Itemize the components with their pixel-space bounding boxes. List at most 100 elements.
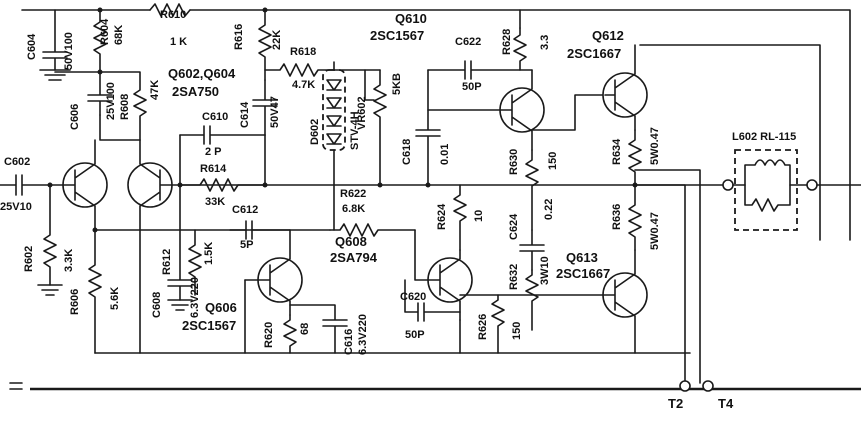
r612-resistor — [188, 229, 202, 296]
svg-text:Q606: Q606 — [205, 300, 237, 315]
svg-text:2 P: 2 P — [205, 146, 222, 158]
r604-resistor — [93, 7, 107, 75]
svg-text:R624: R624 — [436, 203, 448, 230]
svg-text:Q610: Q610 — [395, 11, 427, 26]
r628-resistor — [513, 27, 533, 71]
svg-text:3.3K: 3.3K — [63, 249, 75, 272]
svg-text:C620: C620 — [400, 291, 426, 303]
q608-transistor — [414, 229, 473, 321]
svg-text:150: 150 — [547, 152, 559, 170]
wire-t4 — [634, 169, 701, 384]
r606-resistor — [88, 227, 102, 354]
r618-resistor — [264, 63, 381, 77]
svg-text:R618: R618 — [290, 46, 316, 58]
r636-resistor — [628, 184, 642, 251]
svg-text:2SC1567: 2SC1567 — [182, 318, 236, 333]
svg-text:50P: 50P — [462, 81, 482, 93]
svg-text:2SA794: 2SA794 — [330, 250, 378, 265]
svg-text:R626: R626 — [477, 314, 489, 340]
svg-text:R608: R608 — [119, 94, 131, 120]
svg-text:R606: R606 — [69, 289, 81, 315]
svg-text:STV-4H: STV-4H — [349, 111, 361, 150]
svg-text:47K: 47K — [149, 80, 161, 100]
svg-text:R628: R628 — [501, 29, 513, 55]
c610-capacitor — [179, 125, 266, 145]
svg-text:33K: 33K — [205, 196, 225, 208]
c606-capacitor — [87, 71, 113, 116]
r620-resistor — [283, 314, 297, 354]
svg-text:2SC1567: 2SC1567 — [370, 28, 424, 43]
svg-text:Q608: Q608 — [335, 234, 367, 249]
c608-capacitor — [167, 184, 193, 311]
svg-text:5W0.47: 5W0.47 — [649, 127, 661, 165]
q606-transistor — [244, 229, 303, 316]
r622-resistor — [329, 223, 416, 237]
svg-text:Q612: Q612 — [592, 28, 624, 43]
svg-text:50V100: 50V100 — [63, 32, 75, 70]
wire-q610-q612 — [531, 94, 611, 131]
svg-text:25V10: 25V10 — [0, 201, 32, 213]
svg-text:C614: C614 — [239, 101, 251, 128]
svg-text:C612: C612 — [232, 204, 258, 216]
svg-text:0.01: 0.01 — [439, 144, 451, 165]
svg-text:25V100: 25V100 — [105, 82, 117, 120]
q612-transistor — [602, 44, 648, 131]
wire-q602-collector — [99, 114, 141, 141]
svg-text:R630: R630 — [508, 149, 520, 175]
r608-resistor — [99, 71, 147, 141]
svg-text:2SC1667: 2SC1667 — [556, 266, 610, 281]
svg-text:6.8K: 6.8K — [342, 203, 365, 215]
svg-text:50V47: 50V47 — [269, 96, 281, 128]
svg-text:R620: R620 — [263, 322, 275, 348]
r632-resistor — [525, 269, 539, 331]
c612-capacitor — [229, 220, 291, 240]
svg-text:C624: C624 — [508, 213, 520, 240]
svg-text:6.3V220: 6.3V220 — [189, 277, 201, 318]
svg-text:R634: R634 — [611, 138, 623, 165]
svg-text:Q602,Q604: Q602,Q604 — [168, 66, 236, 81]
l602-coil-box — [722, 149, 861, 231]
r634-resistor — [628, 129, 642, 186]
svg-text:4.7K: 4.7K — [292, 79, 315, 91]
svg-text:R604: R604 — [99, 18, 111, 45]
vr602-potentiometer — [364, 69, 387, 186]
svg-text:Q613: Q613 — [566, 250, 598, 265]
c620-capacitor — [404, 279, 461, 322]
svg-text:10: 10 — [473, 210, 485, 222]
c616-capacitor — [289, 304, 348, 354]
svg-text:C608: C608 — [151, 292, 163, 318]
svg-text:5KB: 5KB — [391, 73, 403, 95]
r624-resistor — [453, 184, 467, 251]
svg-text:R632: R632 — [508, 264, 520, 290]
svg-text:R614: R614 — [200, 163, 227, 175]
svg-text:2SA750: 2SA750 — [172, 84, 219, 99]
r630-resistor — [525, 149, 539, 231]
svg-text:68: 68 — [299, 323, 311, 335]
svg-text:5P: 5P — [240, 239, 253, 251]
svg-text:150: 150 — [511, 322, 523, 340]
svg-text:C602: C602 — [4, 156, 30, 168]
t4-terminal — [702, 380, 714, 392]
d602-diode-stack — [322, 61, 346, 231]
svg-text:5.6K: 5.6K — [109, 287, 121, 310]
svg-text:3.3: 3.3 — [539, 35, 551, 50]
q602-transistor — [49, 139, 108, 231]
c618-capacitor — [415, 69, 441, 186]
svg-text:L602 RL-115: L602 RL-115 — [732, 131, 796, 143]
svg-text:2SC1667: 2SC1667 — [567, 46, 621, 61]
c622-capacitor — [427, 60, 521, 80]
svg-text:C622: C622 — [455, 36, 481, 48]
svg-text:50P: 50P — [405, 329, 425, 341]
svg-text:R602: R602 — [23, 246, 35, 272]
r602-resistor — [37, 182, 63, 296]
svg-text:T4: T4 — [718, 396, 734, 411]
bottom-ground-rail — [9, 382, 861, 391]
svg-text:VR602: VR602 — [356, 96, 368, 130]
svg-text:C616: C616 — [343, 329, 355, 355]
svg-text:68K: 68K — [113, 25, 125, 45]
svg-text:22K: 22K — [271, 30, 283, 50]
svg-text:5W0.47: 5W0.47 — [649, 212, 661, 250]
q613-transistor — [497, 249, 648, 354]
svg-text:6.3V220: 6.3V220 — [357, 314, 369, 355]
